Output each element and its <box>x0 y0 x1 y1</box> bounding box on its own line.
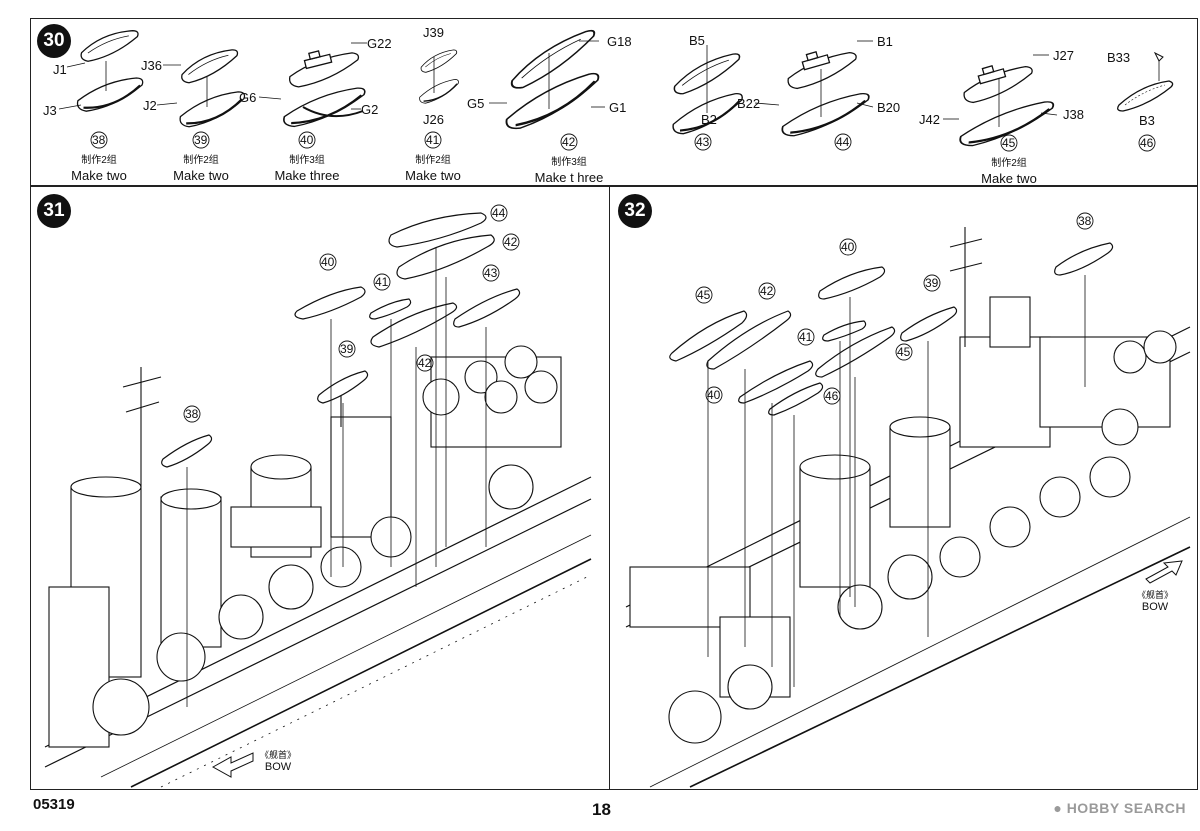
step-30-drawing: J1 J3 J36 J2 G22 G6 G2 J39 J26 G18 G5 G1… <box>43 25 1174 152</box>
part-label-g1: G1 <box>609 100 626 115</box>
step-30-panel: 30 <box>30 18 1198 186</box>
part-label-j1: J1 <box>53 62 67 77</box>
caption-42: 制作3组 Make t hree <box>509 155 629 185</box>
group-id-38: 38 <box>92 133 106 147</box>
callout-40-top: 40 <box>841 240 855 254</box>
part-label-g2: G2 <box>361 102 378 117</box>
callout-39: 39 <box>925 276 939 290</box>
group-id-42: 42 <box>562 135 576 149</box>
part-label-b1: B1 <box>877 34 893 49</box>
caption-41-zh: 制作2组 <box>415 155 451 166</box>
part-label-b3: B3 <box>1139 113 1155 128</box>
part-label-j26: J26 <box>423 112 444 127</box>
part-group-38 <box>58 27 148 114</box>
step-32-panel: 32 <box>609 186 1198 790</box>
part-group-42 <box>489 25 608 134</box>
part-label-j38: J38 <box>1063 107 1084 122</box>
group-id-45: 45 <box>1002 136 1016 150</box>
caption-41-en: Make two <box>405 168 461 183</box>
caption-45: 制作2组 Make two <box>949 156 1069 186</box>
step-31-panel: 31 <box>30 186 610 790</box>
part-label-j27: J27 <box>1053 48 1074 63</box>
step-31-badge: 31 <box>37 194 71 228</box>
caption-40-en: Make three <box>274 168 340 183</box>
part-label-g18: G18 <box>607 34 632 49</box>
group-id-39: 39 <box>194 133 208 147</box>
bow-label-31-en: BOW <box>264 761 292 773</box>
caption-38-en: Make two <box>71 168 127 183</box>
bow-label-32-zh: 《舰首》 <box>1136 590 1173 600</box>
part-group-46 <box>1117 51 1174 112</box>
callout-42-top: 42 <box>504 235 518 249</box>
step-30-badge: 30 <box>37 24 71 58</box>
caption-39-zh: 制作2组 <box>183 155 219 166</box>
callout-39: 39 <box>340 342 354 356</box>
part-group-43 <box>667 45 749 138</box>
part-group-39 <box>156 46 250 130</box>
page-number: 18 <box>592 800 611 819</box>
part-group-40 <box>258 41 371 131</box>
part-label-b2: B2 <box>701 112 717 127</box>
part-label-j2: J2 <box>143 98 157 113</box>
group-id-46: 46 <box>1140 136 1154 150</box>
caption-45-en: Make two <box>981 171 1037 186</box>
watermark-text: HOBBY SEARCH <box>1066 800 1186 816</box>
callout-38: 38 <box>185 407 199 421</box>
callout-41: 41 <box>375 275 389 289</box>
callout-45-right: 45 <box>897 345 911 359</box>
bow-label-31: 《舰首》 BOW <box>253 749 303 773</box>
caption-39-en: Make two <box>173 168 229 183</box>
part-label-b33: B33 <box>1107 50 1130 65</box>
part-group-41 <box>416 47 463 106</box>
watermark: ● HOBBY SEARCH <box>1053 800 1186 816</box>
callout-40: 40 <box>321 255 335 269</box>
caption-40-zh: 制作3组 <box>289 155 325 166</box>
bow-arrow-icon <box>211 752 254 778</box>
caption-45-zh: 制作2组 <box>991 158 1027 169</box>
caption-41: 制作2组 Make two <box>373 153 493 183</box>
part-group-45 <box>943 54 1060 151</box>
step-32-ship-drawing: 38 40 45 42 39 41 45 40 46 <box>625 212 1191 788</box>
caption-40: 制作3组 Make three <box>247 153 367 183</box>
callout-44: 44 <box>492 206 506 220</box>
part-label-g5: G5 <box>467 96 484 111</box>
watermark-logo-icon: ● <box>1053 800 1063 816</box>
callout-45-left: 45 <box>697 288 711 302</box>
bow-label-32-en: BOW <box>1141 601 1169 613</box>
callout-42-lower: 42 <box>418 356 432 370</box>
callout-42: 42 <box>760 284 774 298</box>
part-label-j39: J39 <box>423 25 444 40</box>
callout-43: 43 <box>484 266 498 280</box>
part-label-j3: J3 <box>43 103 57 118</box>
callout-40-lower: 40 <box>707 388 721 402</box>
bow-label-32: 《舰首》 BOW <box>1130 589 1180 613</box>
part-group-44 <box>754 40 876 141</box>
group-id-44: 44 <box>836 135 850 149</box>
bow-label-31-zh: 《舰首》 <box>259 750 296 760</box>
callout-46: 46 <box>825 389 839 403</box>
part-label-g6: G6 <box>239 90 256 105</box>
caption-38: 制作2组 Make two <box>39 153 159 183</box>
part-label-b5: B5 <box>689 33 705 48</box>
step-32-badge: 32 <box>618 194 652 228</box>
step-31-ship-drawing: 44 42 40 41 43 42 39 38 <box>44 204 592 788</box>
caption-42-en: Make t hree <box>534 170 604 185</box>
caption-42-zh: 制作3组 <box>551 157 587 168</box>
document-code: 05319 <box>33 796 75 813</box>
bow-arrow-icon <box>1145 560 1183 584</box>
part-label-b22: B22 <box>737 96 760 111</box>
caption-38-zh: 制作2组 <box>81 155 117 166</box>
callout-41: 41 <box>799 330 813 344</box>
part-label-j42: J42 <box>919 112 940 127</box>
callout-38: 38 <box>1078 214 1092 228</box>
group-id-41: 41 <box>426 133 440 147</box>
caption-39: 制作2组 Make two <box>141 153 261 183</box>
part-label-j36: J36 <box>141 58 162 73</box>
part-label-g22: G22 <box>367 36 392 51</box>
group-id-43: 43 <box>696 135 710 149</box>
group-id-40: 40 <box>300 133 314 147</box>
part-label-b20: B20 <box>877 100 900 115</box>
